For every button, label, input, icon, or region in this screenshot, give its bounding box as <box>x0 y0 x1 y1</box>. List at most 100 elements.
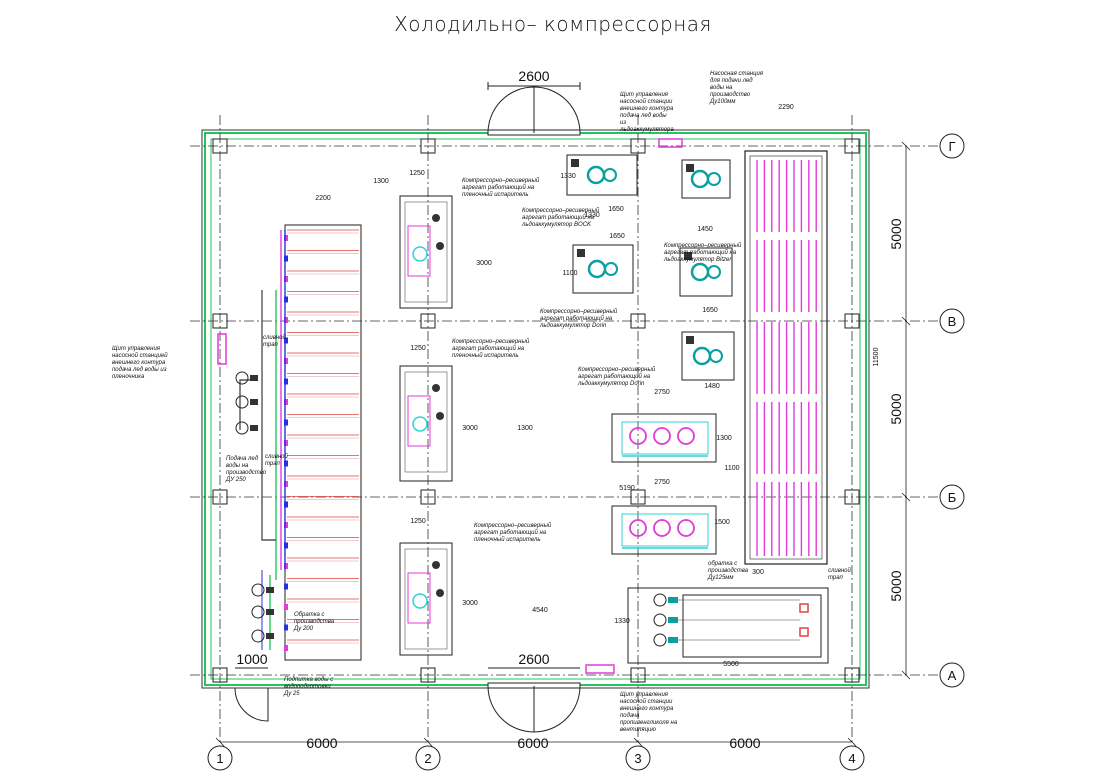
pump-valve <box>668 617 678 623</box>
axis-label-row-a: А <box>948 668 957 683</box>
pump-motor <box>250 425 258 431</box>
chiller-fan <box>629 519 647 537</box>
film-evaporator <box>284 224 362 661</box>
chiller-frame <box>621 513 709 547</box>
dim-col-span-2: 6000 <box>517 735 548 751</box>
evaporator-valve <box>284 460 288 467</box>
evaporator-valve <box>284 522 288 528</box>
compressor-body <box>707 265 721 279</box>
evaporator-valve <box>284 296 288 303</box>
axis-label-col-3: 3 <box>634 751 641 766</box>
pump-motor <box>266 609 274 615</box>
small-dimension: 1250 <box>410 345 426 352</box>
small-dimension: 2750 <box>654 389 670 396</box>
inner-wall <box>210 138 861 680</box>
evaporator-valve <box>284 542 288 549</box>
pump <box>235 371 249 385</box>
valve-dark <box>436 412 444 420</box>
compressor-units-left-detail <box>404 201 448 650</box>
pump <box>251 629 265 643</box>
door-top <box>487 82 581 136</box>
dim-tank-width: 2290 <box>778 104 794 111</box>
dimension-lines <box>215 141 911 747</box>
evaporator-valve <box>284 501 288 508</box>
dim-col-span-3: 6000 <box>729 735 760 751</box>
door-bottom <box>487 667 581 733</box>
tank-fitting <box>799 603 809 613</box>
door-left <box>234 667 269 722</box>
chiller-fan <box>629 427 647 445</box>
chiller-fan <box>653 519 671 537</box>
small-dimension: 1100 <box>562 270 577 277</box>
unit-motor <box>577 249 585 257</box>
axis-bubbles <box>207 133 965 771</box>
small-dimension: 1480 <box>704 383 720 390</box>
small-dimension: 1300 <box>716 435 732 442</box>
small-dimension: 5190 <box>619 485 635 492</box>
dim-tank-height: 11500 <box>873 347 880 366</box>
small-dimension: 5500 <box>723 661 739 668</box>
dim-door-left: 1000 <box>236 651 267 667</box>
compressor-body <box>707 172 721 186</box>
unit-motor <box>686 336 694 344</box>
unit-piping <box>407 395 431 447</box>
evaporator-valve <box>284 645 288 651</box>
compressor-head <box>412 246 428 262</box>
compressor-body <box>603 168 617 182</box>
small-dimension: 1650 <box>609 233 625 240</box>
unit-frame <box>404 201 448 303</box>
unit-frame <box>404 548 448 650</box>
axis-label-row-v: В <box>948 314 957 329</box>
dim-row-span-2: 5000 <box>888 393 904 424</box>
evaporator-valve <box>284 255 288 262</box>
unit-motor <box>686 164 694 172</box>
unit-motor <box>684 252 692 260</box>
small-dimension: 1450 <box>697 226 713 233</box>
axis-label-col-2: 2 <box>424 751 431 766</box>
evaporator-valve <box>284 399 288 405</box>
valve-dark <box>432 214 440 222</box>
unit-frame <box>404 371 448 473</box>
compressor-units-center <box>566 154 735 381</box>
pump <box>653 593 667 607</box>
small-dimension: 1330 <box>560 173 576 180</box>
dim-door-top: 2600 <box>518 68 549 84</box>
evaporator-valve <box>284 317 288 323</box>
chiller-fan <box>653 427 671 445</box>
small-dimension: 1100 <box>724 465 739 472</box>
small-dimension: 1330 <box>614 618 630 625</box>
evaporator-valve <box>284 235 288 241</box>
pump-valve <box>668 637 678 643</box>
ice-accumulator-tank <box>744 150 828 565</box>
unit-motor <box>571 159 579 167</box>
compressor-unit <box>679 247 733 297</box>
pump <box>235 421 249 435</box>
evaporator-valve <box>284 440 288 446</box>
pump <box>653 633 667 647</box>
compressor-body <box>692 346 712 366</box>
axis-label-col-1: 1 <box>216 751 223 766</box>
compressor-body <box>604 262 618 276</box>
valve-dark <box>432 384 440 392</box>
small-dimension: 4540 <box>532 607 548 614</box>
valve-dark <box>432 561 440 569</box>
chiller-fan <box>677 427 695 445</box>
small-dimension: 1250 <box>410 518 426 525</box>
structural-columns <box>212 138 860 683</box>
compressor-unit <box>566 154 638 196</box>
axis-label-row-g: Г <box>948 139 955 154</box>
